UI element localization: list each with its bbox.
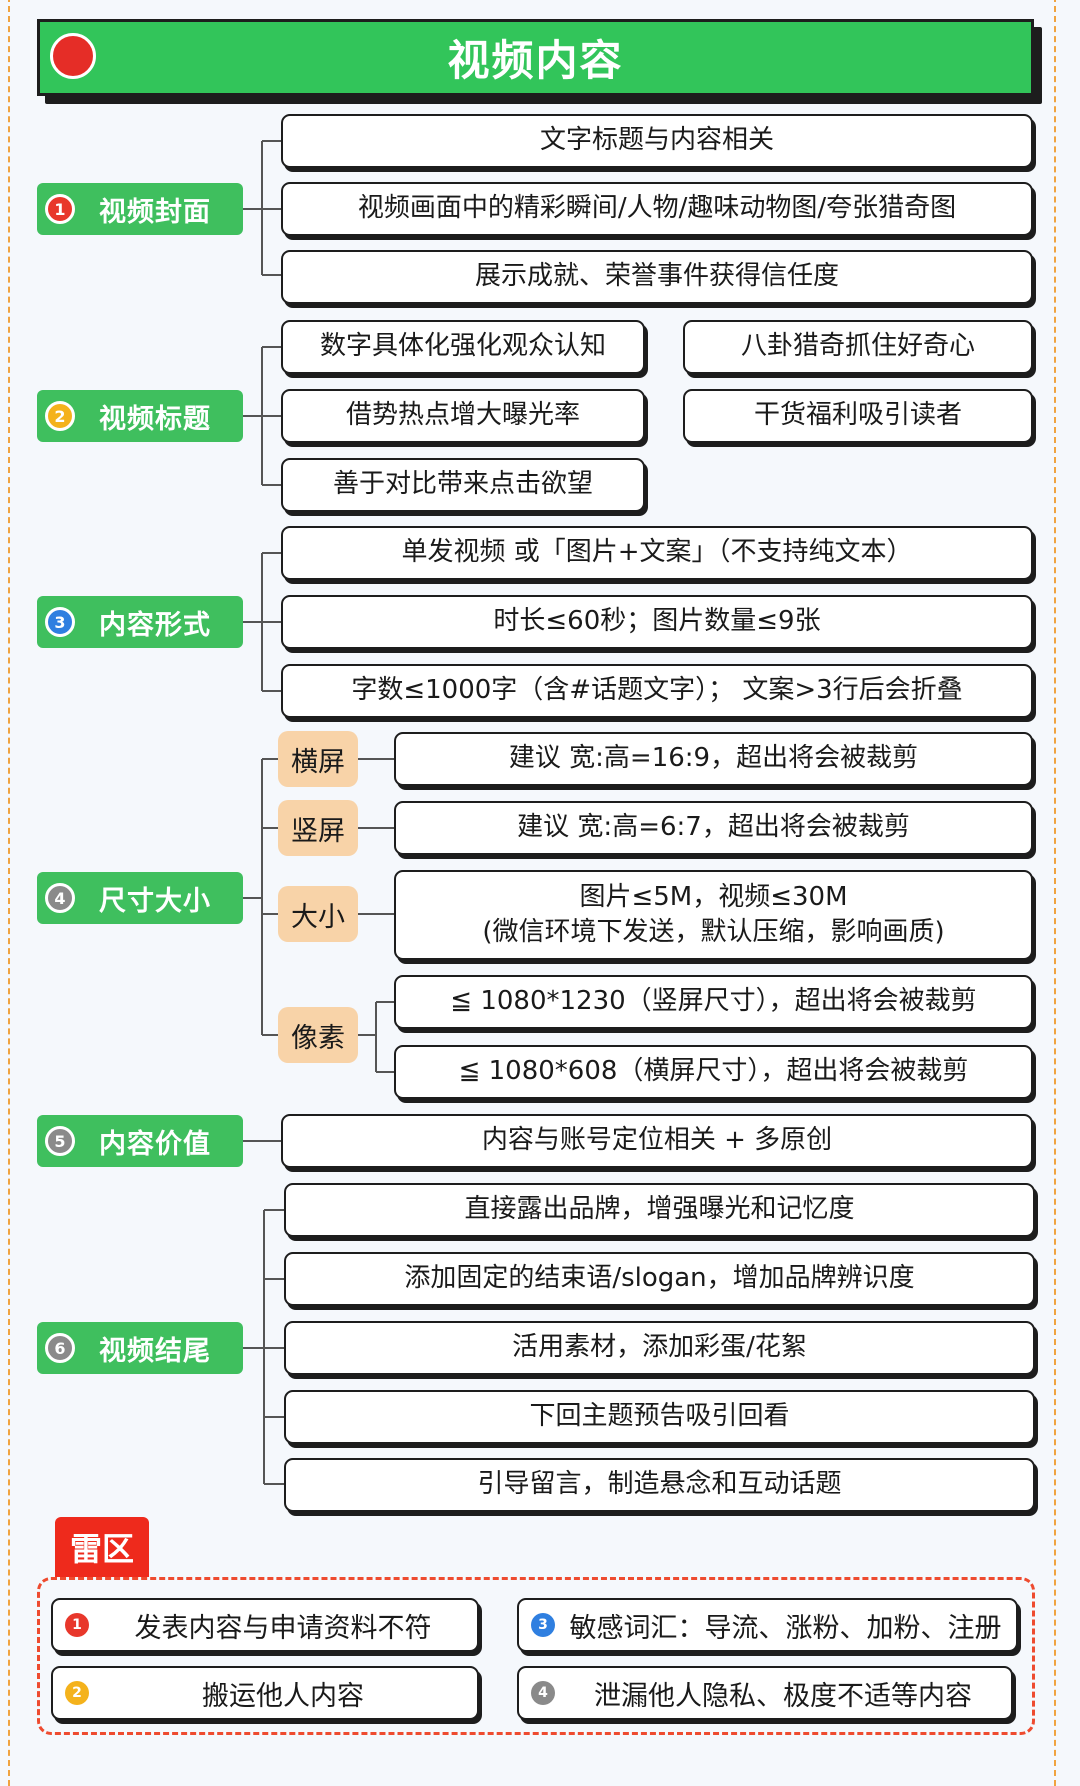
category-content-value: 5 内容价值	[37, 1115, 243, 1167]
category-label: 视频封面	[99, 196, 211, 228]
red-dot-icon	[50, 33, 96, 79]
number-2-icon: 2	[65, 1681, 89, 1705]
number-1-icon: 1	[65, 1613, 89, 1637]
filesize-line-2: (微信环境下发送，默认压缩，影响画质)	[482, 917, 945, 947]
category-video-cover: 1 视频封面	[37, 183, 243, 235]
page-dashed-border	[8, 0, 1056, 1786]
title-item-3: 借势热点增大曝光率	[281, 389, 645, 443]
ending-item-1: 直接露出品牌，增强曝光和记忆度	[284, 1183, 1035, 1237]
number-3-icon: 3	[45, 607, 75, 637]
category-label: 视频结尾	[99, 1335, 211, 1367]
title-item-1: 数字具体化强化观众认知	[281, 320, 645, 374]
title-item-2: 八卦猎奇抓住好奇心	[683, 320, 1033, 374]
number-2-icon: 2	[45, 401, 75, 431]
format-item-3: 字数≤1000字（含#话题文字）； 文案>3行后会折叠	[281, 664, 1033, 718]
danger-item-1: 1 发表内容与申请资料不符	[51, 1598, 479, 1652]
number-3-icon: 3	[531, 1613, 555, 1637]
danger-item-text: 泄漏他人隐私、极度不适等内容	[594, 1680, 972, 1712]
number-4-icon: 4	[45, 883, 75, 913]
ending-item-3: 活用素材，添加彩蛋/花絮	[284, 1321, 1035, 1375]
number-4-icon: 4	[531, 1681, 555, 1705]
category-size: 4 尺寸大小	[37, 872, 243, 924]
category-label: 内容价值	[99, 1128, 211, 1160]
value-item-1: 内容与账号定位相关 + 多原创	[281, 1114, 1033, 1168]
cover-item-3: 展示成就、荣誉事件获得信任度	[281, 250, 1033, 304]
tag-pixels: 像素	[278, 1007, 358, 1063]
number-1-icon: 1	[45, 194, 75, 224]
ending-item-4: 下回主题预告吸引回看	[284, 1390, 1035, 1444]
ending-item-5: 引导留言，制造悬念和互动话题	[284, 1458, 1035, 1512]
pixel-landscape-box: ≦ 1080*608（横屏尺寸），超出将会被裁剪	[394, 1045, 1033, 1099]
category-video-title: 2 视频标题	[37, 390, 243, 442]
danger-item-text: 发表内容与申请资料不符	[134, 1612, 432, 1644]
number-5-icon: 5	[45, 1126, 75, 1156]
danger-zone-frame	[37, 1577, 1035, 1735]
danger-item-2: 2 搬运他人内容	[51, 1666, 479, 1720]
title-item-4: 干货福利吸引读者	[683, 389, 1033, 443]
danger-item-3: 3 敏感词汇：导流、涨粉、加粉、注册	[517, 1598, 1018, 1652]
category-video-ending: 6 视频结尾	[37, 1322, 243, 1374]
size-landscape-box: 建议 宽:高=16:9，超出将会被裁剪	[394, 732, 1033, 786]
page-title: 视频内容	[447, 36, 624, 85]
format-item-1: 单发视频 或「图片+文案」（不支持纯文本）	[281, 526, 1033, 580]
danger-item-text: 搬运他人内容	[202, 1680, 364, 1712]
tag-filesize: 大小	[278, 886, 358, 942]
header-banner: 视频内容	[37, 19, 1034, 96]
danger-item-4: 4 泄漏他人隐私、极度不适等内容	[517, 1666, 1013, 1720]
format-item-2: 时长≤60秒；图片数量≤9张	[281, 595, 1033, 649]
cover-item-2: 视频画面中的精彩瞬间/人物/趣味动物图/夸张猎奇图	[281, 182, 1033, 236]
category-content-format: 3 内容形式	[37, 596, 243, 648]
category-label: 视频标题	[99, 403, 211, 435]
pixel-portrait-box: ≦ 1080*1230（竖屏尺寸），超出将会被裁剪	[394, 975, 1033, 1029]
filesize-line-1: 图片≤5M，视频≤30M	[579, 881, 848, 912]
danger-zone-label: 雷区	[55, 1517, 149, 1577]
size-filesize-box: 图片≤5M，视频≤30M (微信环境下发送，默认压缩，影响画质)	[394, 870, 1033, 960]
category-label: 内容形式	[99, 609, 211, 641]
ending-item-2: 添加固定的结束语/slogan，增加品牌辨识度	[284, 1252, 1035, 1306]
size-portrait-box: 建议 宽:高=6:7，超出将会被裁剪	[394, 801, 1033, 855]
category-label: 尺寸大小	[99, 885, 211, 917]
number-6-icon: 6	[45, 1333, 75, 1363]
tag-portrait: 竖屏	[278, 800, 358, 856]
cover-item-1: 文字标题与内容相关	[281, 114, 1033, 168]
tag-landscape: 横屏	[278, 731, 358, 787]
danger-item-text: 敏感词汇：导流、涨粉、加粉、注册	[569, 1612, 1002, 1644]
title-item-5: 善于对比带来点击欲望	[281, 458, 645, 512]
